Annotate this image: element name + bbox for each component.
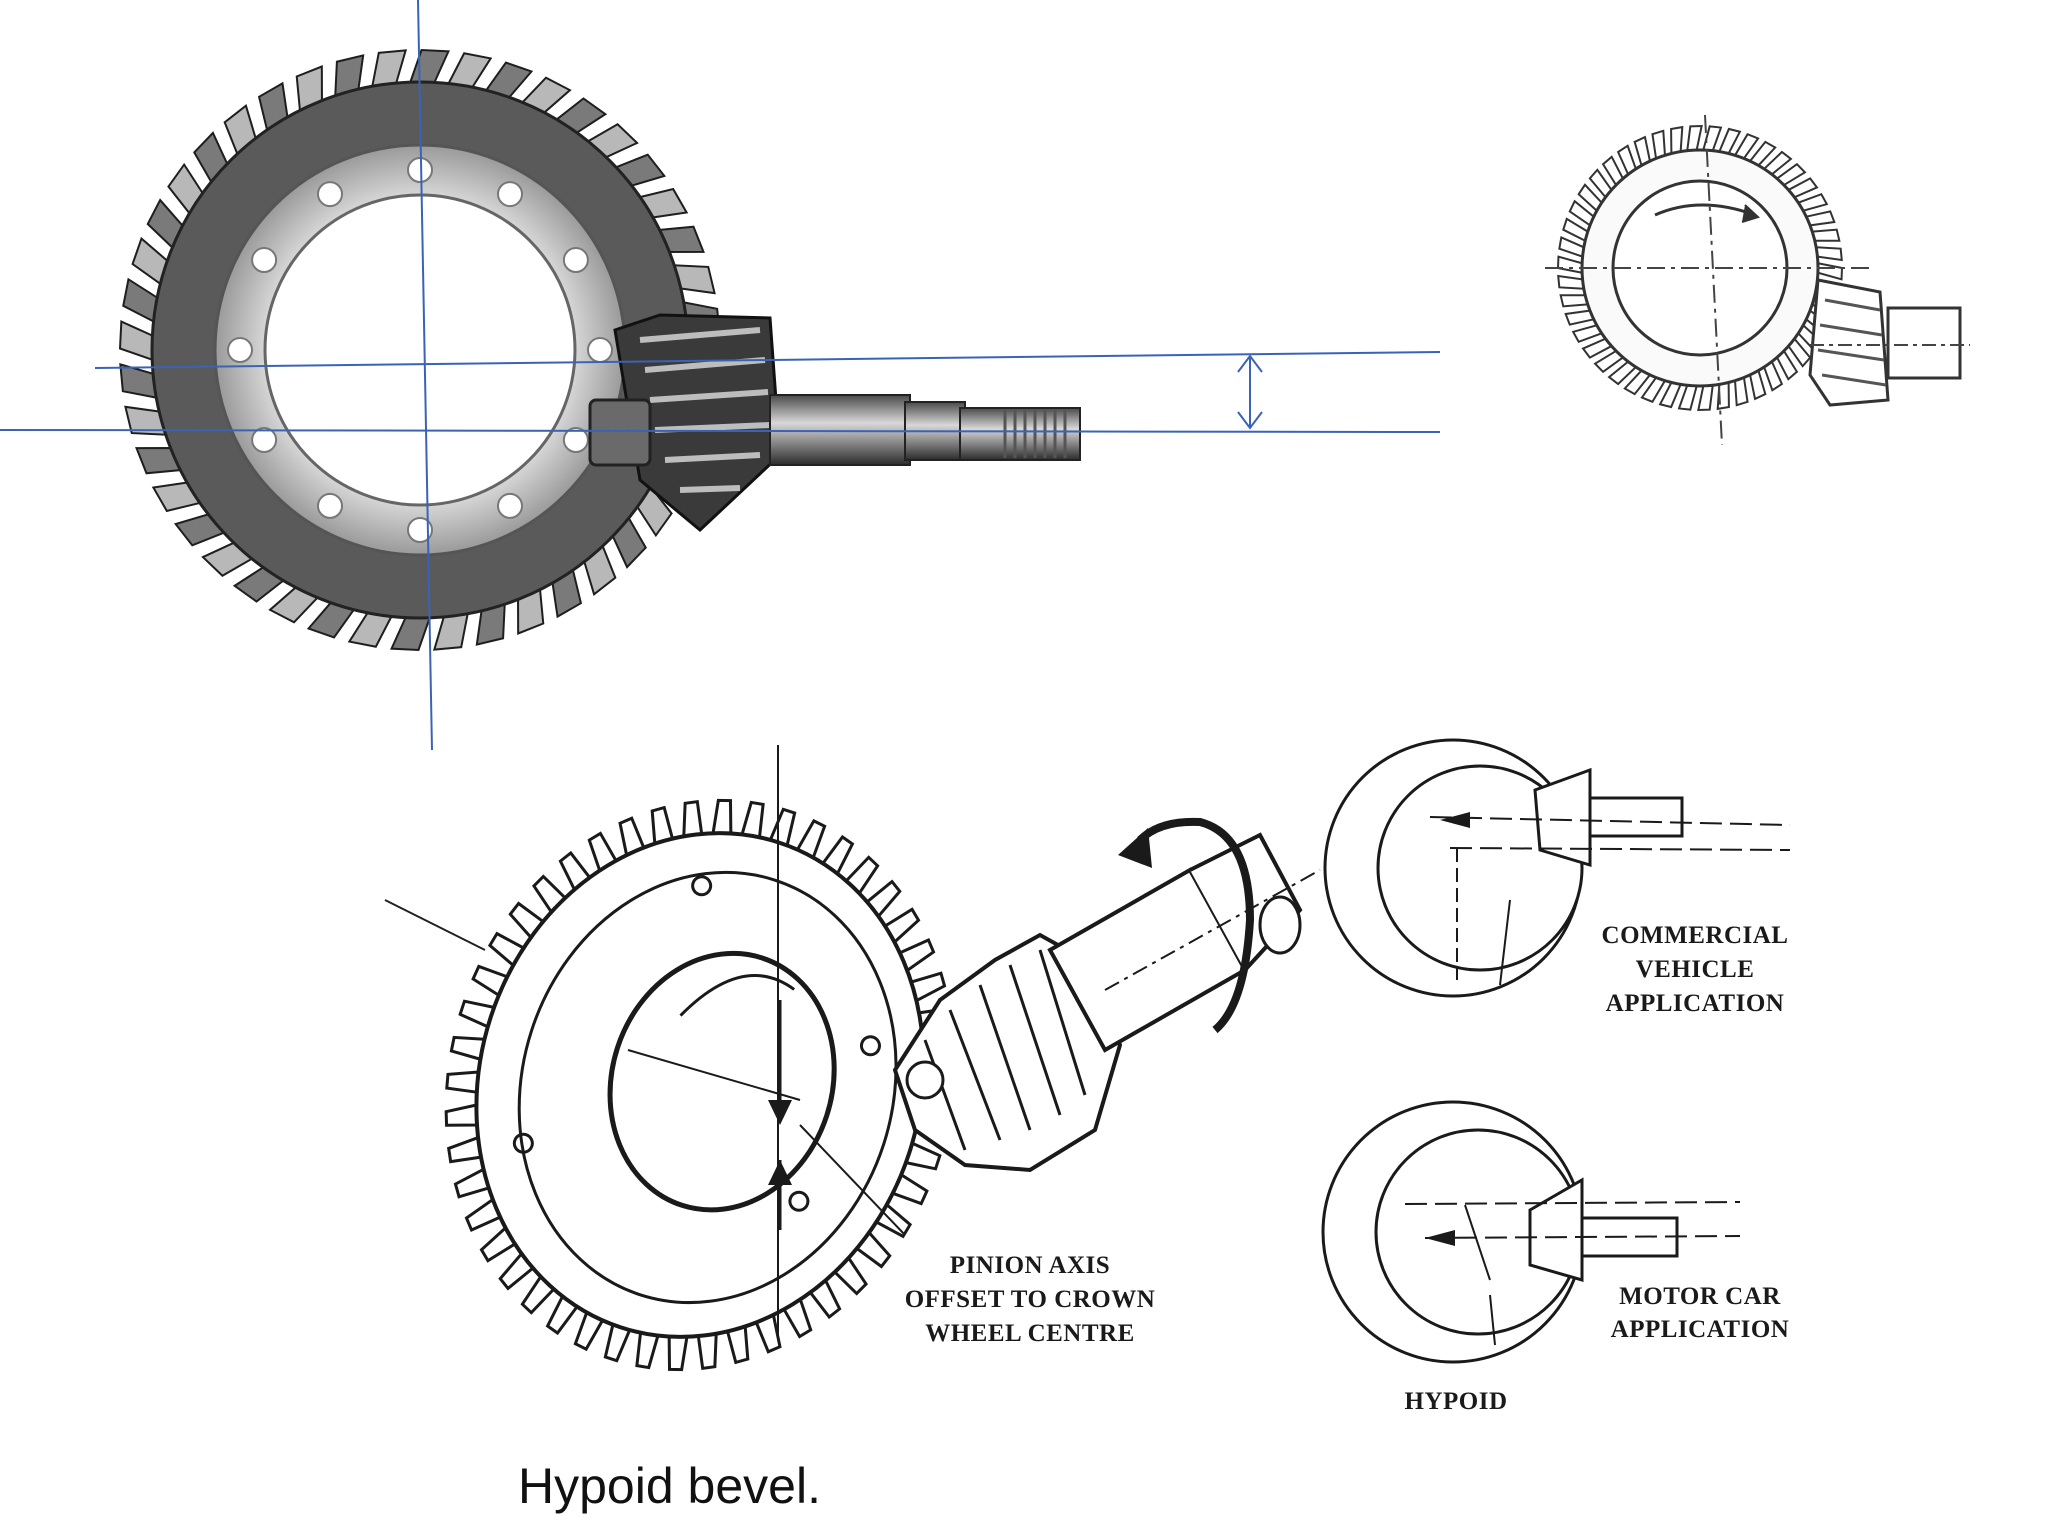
rotation-arrow-icon (1118, 817, 1255, 1034)
bolt-hole (407, 517, 433, 543)
commercial-label-line-1: COMMERCIAL (1602, 922, 1789, 949)
crown-wheel-and-pinion-photo (0, 0, 1441, 751)
offset-label-line-3: WHEEL CENTRE (925, 1320, 1135, 1347)
commercial-vehicle-offset-diagram: COMMERCIAL VEHICLE APPLICATION (1323, 738, 1791, 1017)
gear-tooth (1558, 236, 1585, 258)
gear-tooth (1816, 262, 1844, 281)
gear-tooth (1697, 384, 1714, 412)
gear-tooth (1815, 246, 1843, 262)
bolt-hole (562, 247, 589, 273)
gear-tooth (1658, 381, 1683, 409)
gear-tooth (1677, 384, 1698, 411)
line-drawing-teeth (1556, 124, 1844, 412)
bolt-hole (227, 337, 253, 363)
gear-tooth (1557, 274, 1585, 290)
bolt-hole (497, 492, 523, 519)
pinion-gear (588, 313, 782, 533)
offset-label-line-1: PINION AXIS (950, 1252, 1110, 1279)
bolt-hole (587, 337, 613, 363)
bolt-hole (562, 427, 589, 453)
pinion-drawing (1808, 278, 1970, 407)
figure-caption: Hypoid bevel. (518, 1458, 821, 1514)
bolt-hole (317, 181, 343, 208)
gear-tooth (1556, 255, 1584, 274)
bolt-hole (497, 181, 523, 208)
bolt-hole (407, 157, 433, 183)
bolt-hole (251, 427, 278, 453)
gear-tooth (1717, 127, 1742, 155)
hypoid-label: HYPOID (1405, 1388, 1508, 1415)
gear-tooth (1670, 125, 1684, 155)
motor-car-offset-diagram: MOTOR CAR APPLICATION HYPOID (1321, 1100, 1790, 1415)
gear-tooth (1559, 294, 1590, 308)
motor-car-label-line-1: MOTOR CAR (1619, 1283, 1781, 1310)
sketch-shaft (1047, 832, 1321, 1053)
gear-tooth (1686, 124, 1703, 152)
gear-tooth (1810, 228, 1841, 242)
double-headed-arrow-icon (1237, 354, 1263, 430)
crown-wheel-pinion-line-drawing (1545, 114, 1970, 446)
pinion-shaft (769, 394, 1081, 466)
commercial-label-line-3: APPLICATION (1606, 990, 1785, 1017)
commercial-label-line-2: VEHICLE (1636, 956, 1755, 983)
sketch-pinion (892, 932, 1123, 1173)
motor-car-label-line-2: APPLICATION (1611, 1316, 1790, 1343)
crown-wheel-bolt-holes (227, 157, 613, 543)
offset-axes (627, 745, 906, 1340)
axis-guide-lines (0, 0, 1441, 751)
gear-tooth (1733, 376, 1749, 407)
bolt-hole (317, 492, 343, 519)
gear-tooth (1651, 129, 1667, 160)
hypoid-gear-set-sketch: PINION AXIS OFFSET TO CROWN WHEEL CENTRE (384, 745, 1321, 1372)
bolt-hole (251, 247, 278, 273)
offset-label-line-2: OFFSET TO CROWN (905, 1286, 1156, 1313)
crown-wheel-bore (263, 193, 577, 507)
